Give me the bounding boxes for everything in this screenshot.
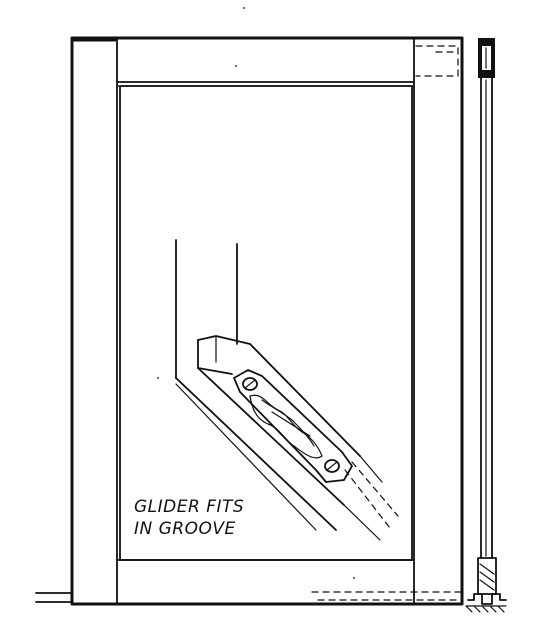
side-bottom-hatch-2 bbox=[479, 571, 495, 583]
top-track-dashed-outline bbox=[415, 45, 459, 77]
side-bottom-rail-block bbox=[477, 557, 497, 595]
bottom-groove-hidden-lines bbox=[311, 591, 463, 601]
groove-inner-extension bbox=[343, 504, 381, 541]
glider-detail-view: GLIDER FITS IN GROOVE bbox=[134, 239, 399, 541]
groove-rail-shadow bbox=[175, 383, 317, 531]
groove-end-block-top bbox=[197, 335, 251, 345]
door-outer-edge bbox=[70, 36, 464, 606]
door-frame bbox=[70, 36, 464, 606]
side-section-view bbox=[465, 38, 507, 613]
glider-slot-inner-edge bbox=[261, 399, 315, 447]
side-floor-hatch-5 bbox=[497, 605, 505, 613]
floor-line bbox=[35, 592, 73, 603]
glider-screw-bottom bbox=[324, 459, 340, 473]
side-floor-hatch-1 bbox=[465, 605, 473, 613]
door-panel bbox=[119, 85, 413, 561]
groove-far-edge bbox=[249, 343, 361, 457]
groove-rail-outer bbox=[175, 377, 337, 531]
glider-screw-bottom-slot bbox=[326, 461, 338, 471]
callout-line-2: IN GROOVE bbox=[134, 519, 236, 539]
print-speck-3 bbox=[353, 577, 355, 579]
groove-hidden-line-a bbox=[344, 469, 391, 529]
print-speck-1 bbox=[235, 65, 237, 67]
groove-far-extension bbox=[359, 455, 383, 483]
callout-line-1: GLIDER FITS bbox=[134, 497, 244, 517]
side-bottom-hatch-3 bbox=[479, 579, 495, 591]
side-floor-hatch-3 bbox=[481, 605, 489, 613]
side-floor-hatch-4 bbox=[489, 605, 497, 613]
glider-pin-line bbox=[271, 411, 311, 437]
side-floor-groove bbox=[467, 593, 507, 605]
top-track-hidden-lines bbox=[415, 45, 459, 77]
side-bottom-hatch-1 bbox=[479, 563, 495, 575]
groove-end-block-front bbox=[197, 339, 233, 375]
print-speck-4 bbox=[243, 7, 245, 9]
glider-screw-top bbox=[242, 377, 258, 391]
groove-hidden-line-b bbox=[351, 461, 399, 517]
glider-screw-top-slot bbox=[244, 379, 256, 389]
groove-rail-inner bbox=[197, 367, 345, 506]
print-speck-2 bbox=[157, 377, 159, 379]
side-floor-hatch-2 bbox=[473, 605, 481, 613]
